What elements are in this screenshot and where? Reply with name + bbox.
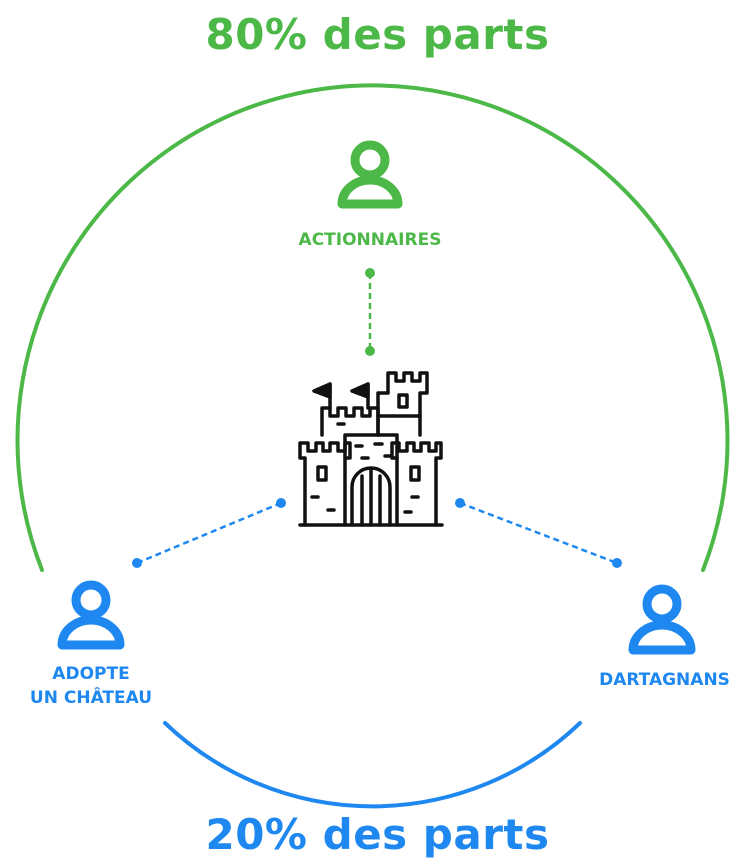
adopte-person-icon: [57, 580, 125, 650]
blue-share-arc: [163, 721, 582, 809]
blue-connector-left: [132, 498, 286, 568]
green-connector: [365, 268, 375, 356]
adopte-label-line1: ADOPTE: [52, 664, 130, 684]
actionnaires-person-icon: [337, 140, 403, 209]
dartagnans-person-icon: [628, 584, 696, 655]
green-share-title: 80% des parts: [205, 10, 550, 59]
actionnaires-label: ACTIONNAIRES: [298, 230, 442, 250]
castle-icon: [298, 371, 444, 527]
green-share-arc: [15, 83, 730, 572]
adopte-label: ADOPTE UN CHÂTEAU: [0, 662, 182, 710]
adopte-label-line2: UN CHÂTEAU: [29, 688, 153, 708]
dartagnans-label: DARTAGNANS: [599, 670, 730, 690]
blue-share-title: 20% des parts: [205, 810, 550, 859]
blue-connector-right: [455, 498, 622, 568]
